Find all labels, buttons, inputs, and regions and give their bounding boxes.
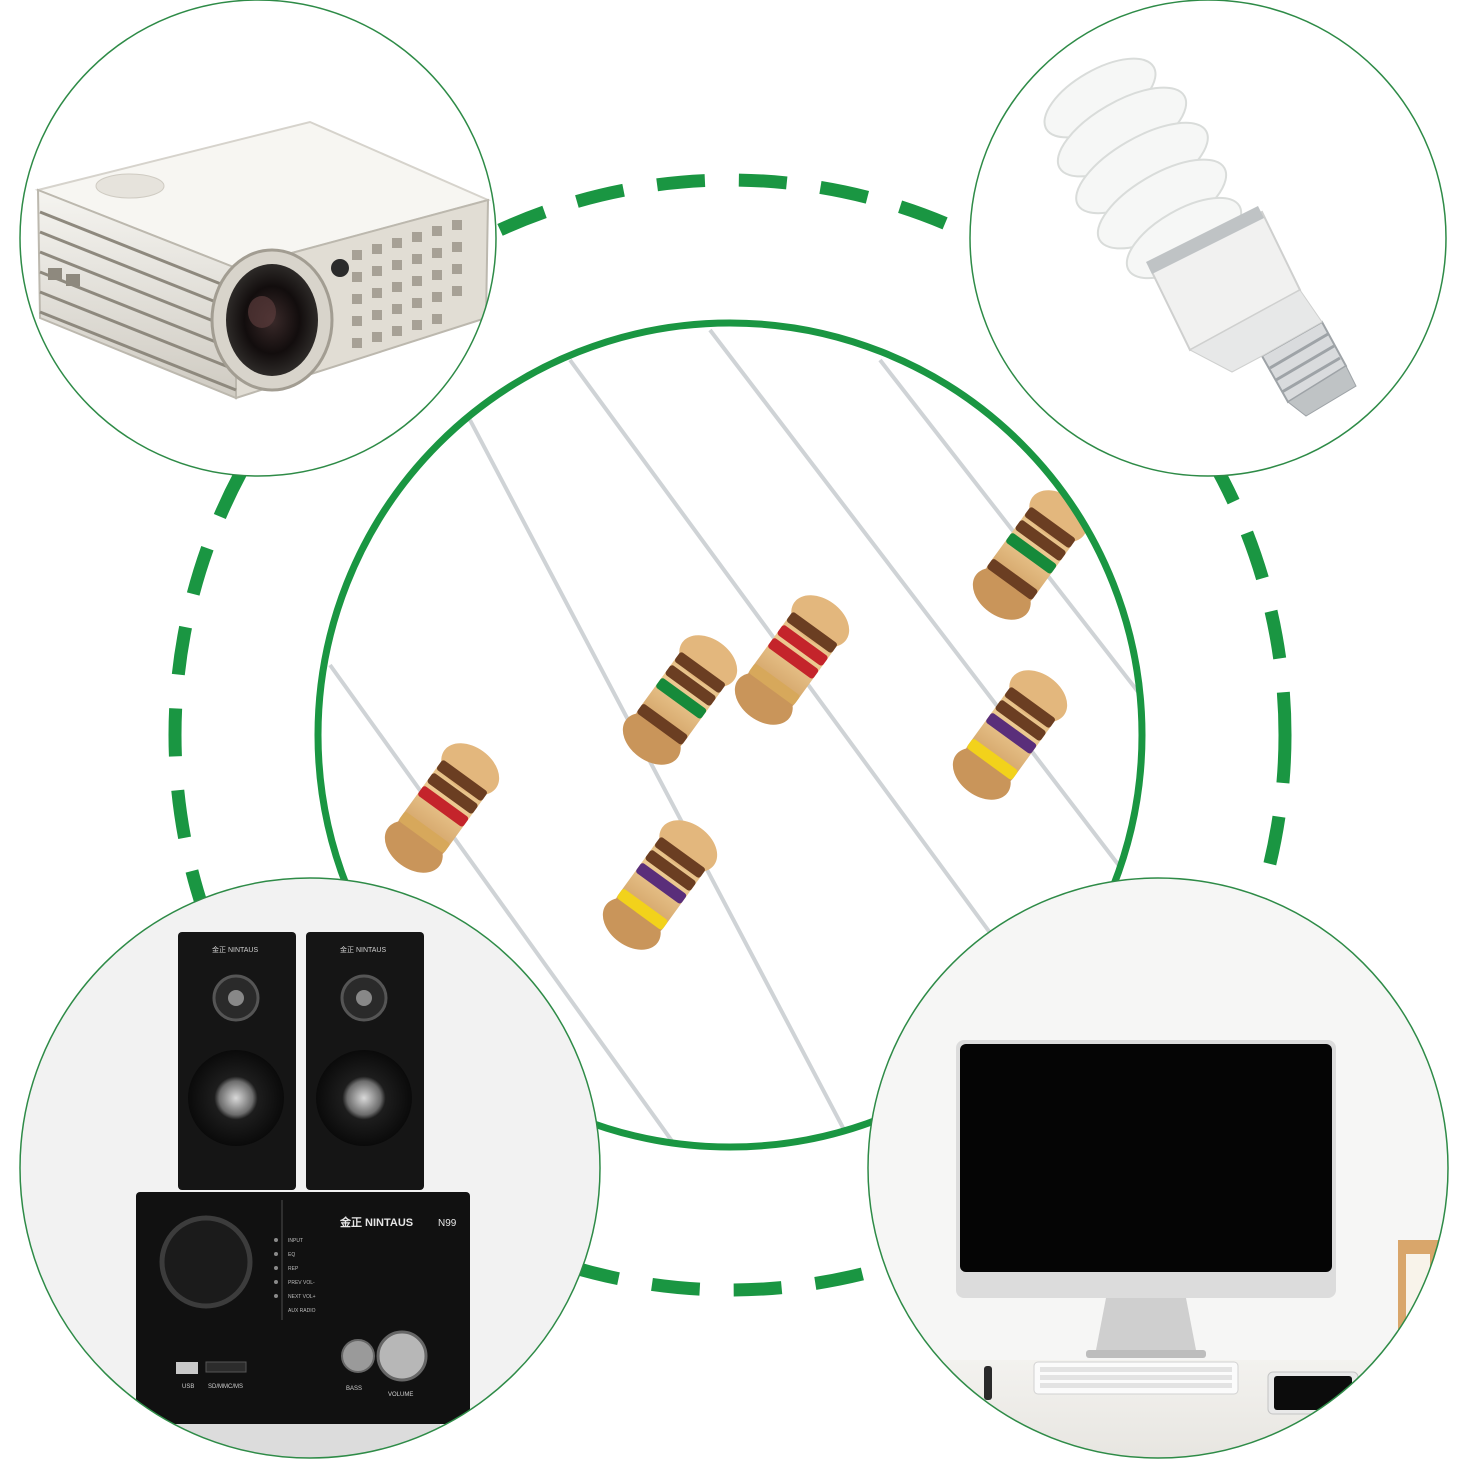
bass-label: BASS — [346, 1386, 362, 1392]
resistor-panel — [314, 319, 1146, 1151]
volume-label: VOLUME — [388, 1392, 413, 1398]
resistor-band — [427, 773, 478, 814]
cfl-bulb-icon — [1043, 57, 1357, 417]
resistor-band — [1024, 507, 1075, 548]
resistor — [602, 820, 718, 950]
resistor-band — [1015, 520, 1066, 561]
resistor — [734, 595, 850, 725]
resistor-band — [656, 678, 707, 719]
resistor-group — [328, 328, 1142, 1147]
resistor-band — [645, 850, 696, 891]
resistor-band — [749, 664, 800, 705]
resistor-band — [674, 652, 725, 693]
resistor-band — [654, 837, 705, 878]
resistor-band — [786, 612, 837, 653]
resistor-band — [987, 559, 1038, 600]
projector-icon — [34, 120, 492, 400]
resistor-band — [617, 889, 668, 930]
resistor-band — [1004, 687, 1055, 728]
resistor-lead — [328, 663, 702, 1147]
control-label-next: NEXT VOL+ — [288, 1294, 316, 1300]
speaker-panel: 金正 NINTAUS 金正 NINTAUS 金正 NINTAUS N99 INP… — [19, 877, 601, 1459]
resistor-lead — [708, 328, 1132, 882]
resistor-band — [768, 638, 819, 679]
bulb-panel — [969, 0, 1447, 477]
subwoofer-model: N99 — [438, 1218, 457, 1229]
resistor-band — [995, 700, 1046, 741]
control-label-eq: EQ — [288, 1252, 295, 1258]
resistor-band — [418, 786, 469, 827]
subwoofer-brand: 金正 NINTAUS — [339, 1215, 413, 1229]
control-label-prev: PREV VOL- — [288, 1280, 315, 1286]
resistor — [952, 670, 1068, 800]
resistor-band — [636, 863, 687, 904]
resistor — [384, 743, 500, 873]
resistor-band — [986, 713, 1037, 754]
usb-label: USB — [182, 1384, 194, 1390]
resistor-band — [967, 739, 1018, 780]
control-label-input: INPUT — [288, 1238, 303, 1244]
resistor-lead — [468, 419, 862, 1147]
projector-panel — [19, 0, 497, 477]
resistor-band — [777, 625, 828, 666]
dashed-outer-ring — [168, 173, 1292, 1297]
control-label-aux: AUX RADIO — [288, 1308, 316, 1314]
resistor-band — [637, 704, 688, 745]
speaker-system-icon — [20, 878, 600, 1458]
speaker-brand-right: 金正 NINTAUS — [340, 945, 386, 954]
computer-monitor-icon — [868, 878, 1448, 1458]
speaker-brand-left: 金正 NINTAUS — [212, 945, 258, 954]
resistor — [622, 635, 738, 765]
sd-label: SD/MMC/MS — [208, 1384, 243, 1390]
monitor-panel — [867, 877, 1449, 1459]
resistor-band — [436, 760, 487, 801]
control-label-rep: REP — [288, 1266, 299, 1272]
resistor-band — [665, 665, 716, 706]
resistor-band — [1006, 533, 1057, 574]
resistor — [972, 490, 1088, 620]
resistor-band — [399, 812, 450, 853]
